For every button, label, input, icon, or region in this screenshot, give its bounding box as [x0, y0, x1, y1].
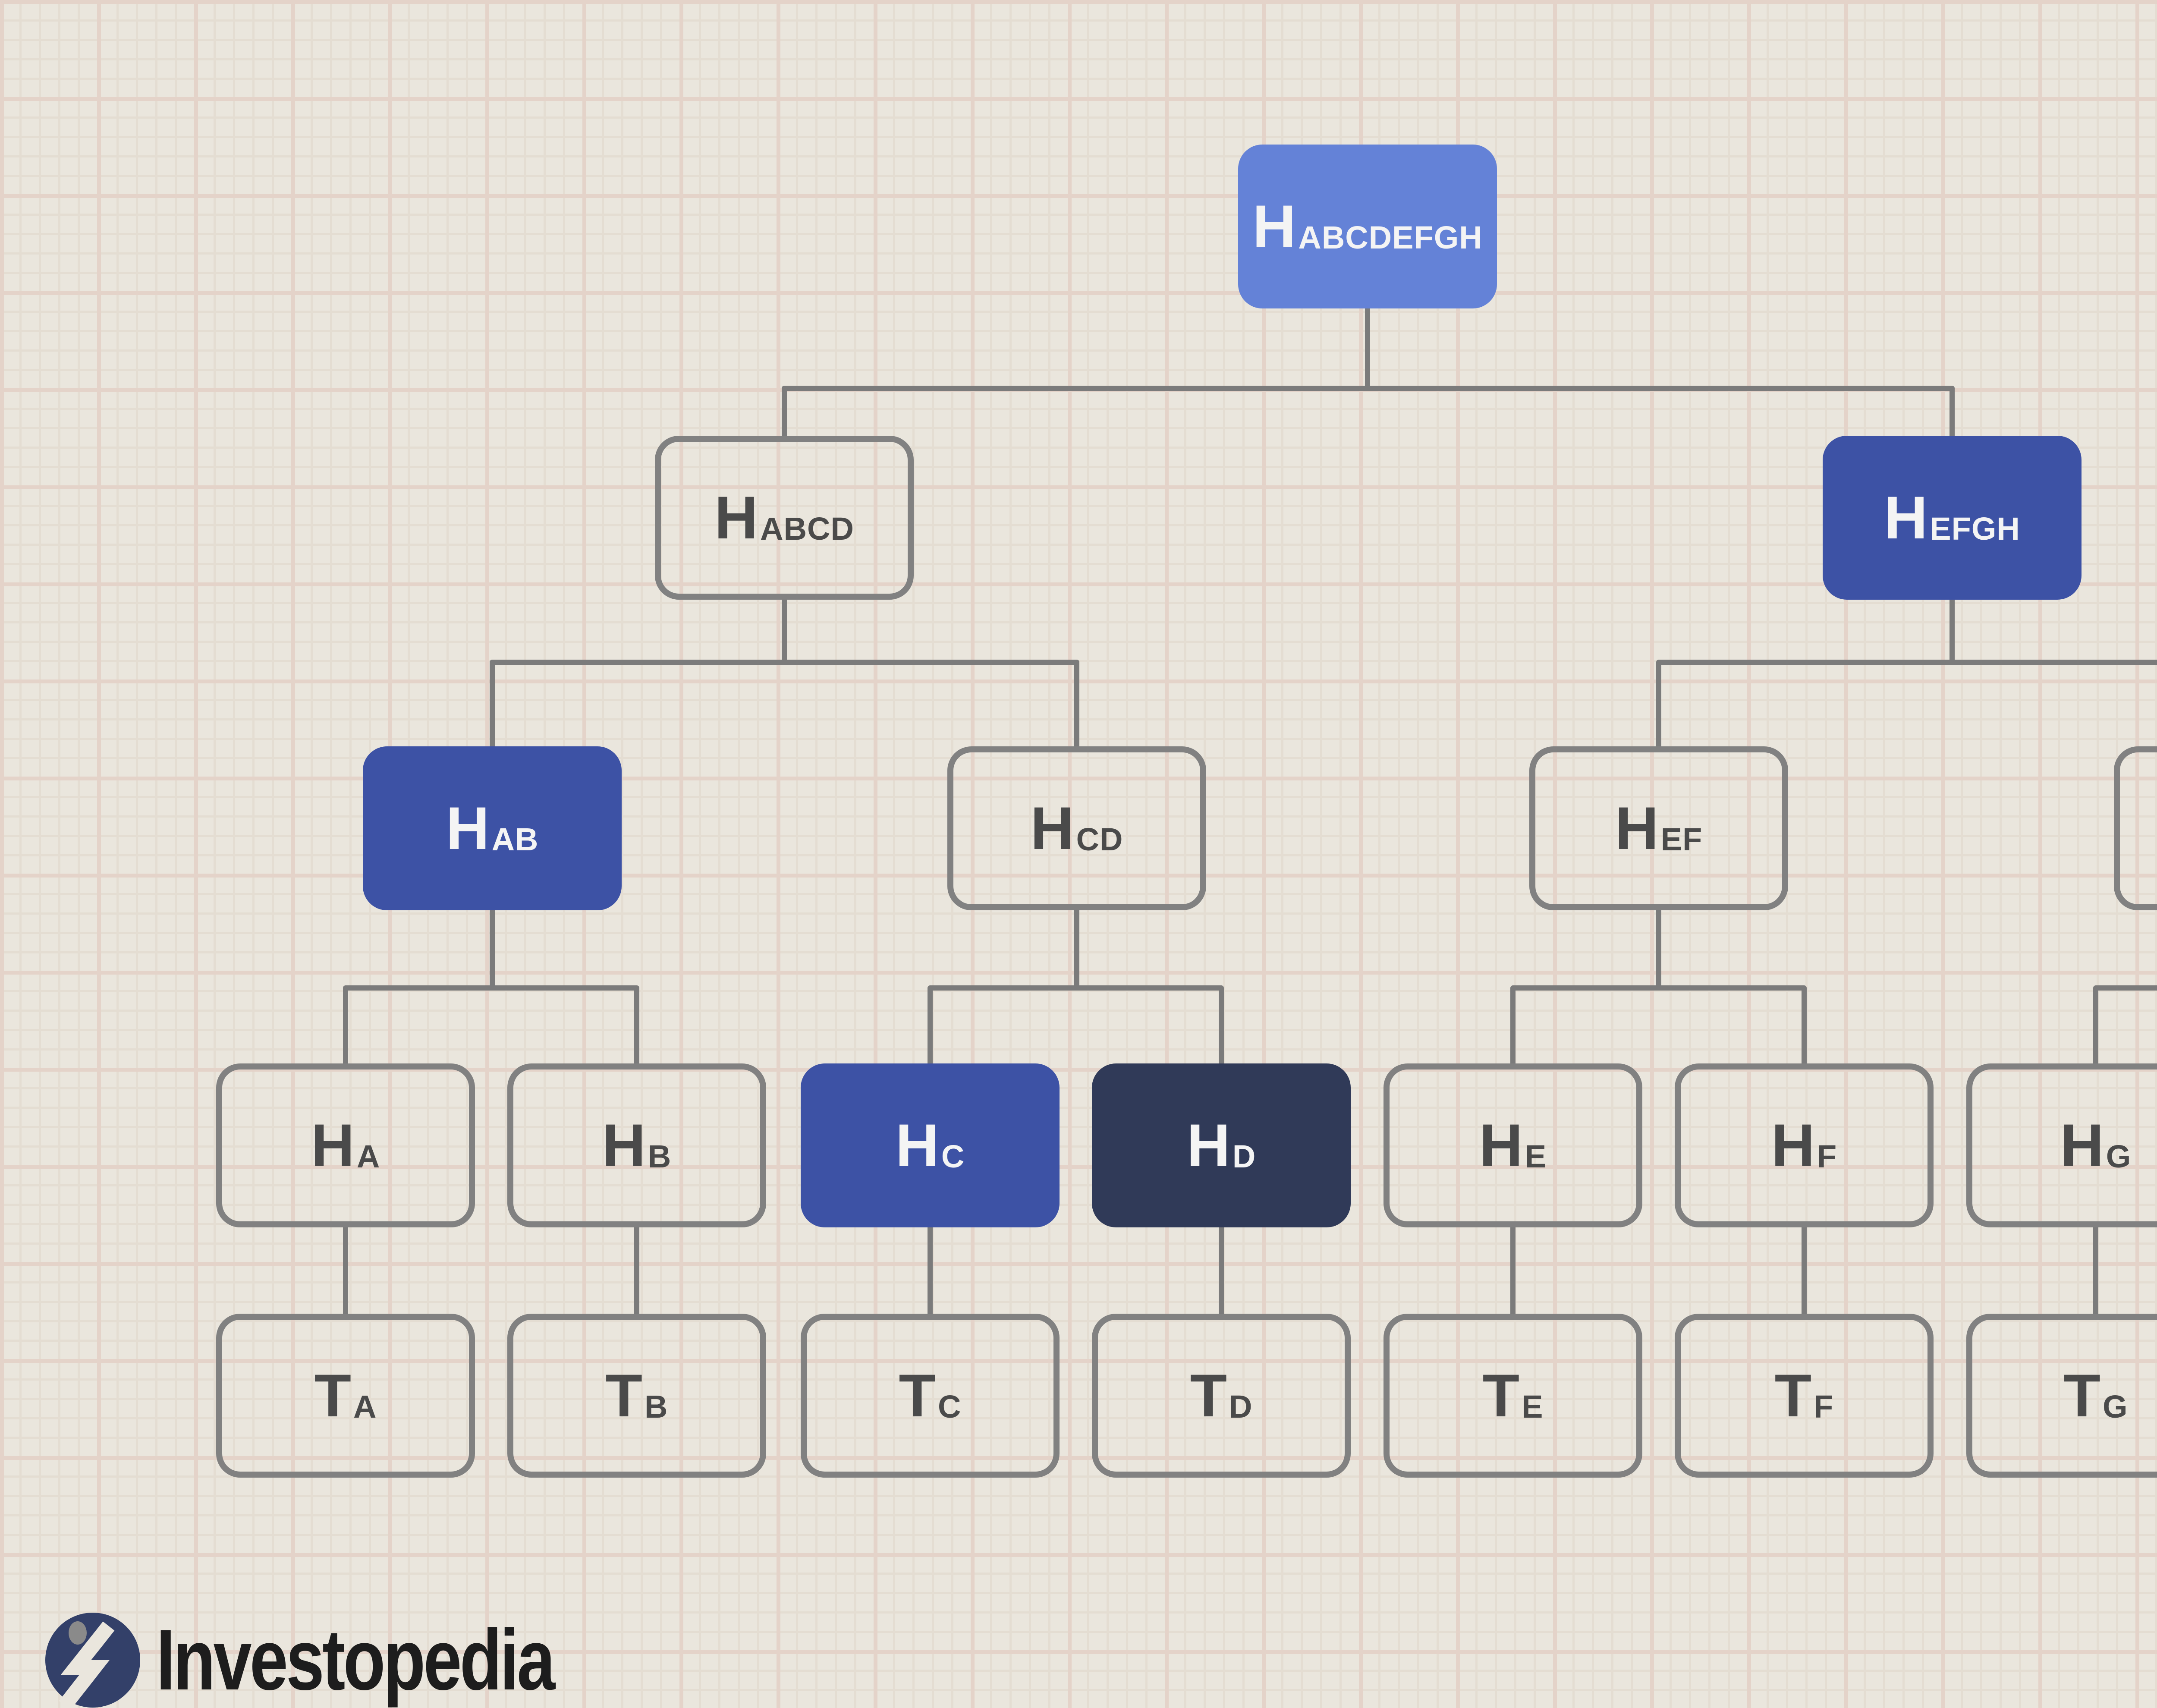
node-subscript: C — [938, 1389, 962, 1425]
brand-wordmark: Investopedia — [156, 1612, 555, 1708]
node-main-label: H — [1615, 794, 1659, 862]
node-subscript: EF — [1660, 821, 1703, 857]
connector-hefgh-children — [1656, 600, 2157, 746]
node-main-label: T — [314, 1362, 352, 1429]
node-subscript: D — [1229, 1389, 1253, 1425]
node-subscript: C — [941, 1139, 965, 1174]
node-subscript: EFGH — [1930, 511, 2020, 547]
brand-logo: Investopedia — [43, 1610, 653, 1708]
node-subscript: A — [356, 1139, 380, 1174]
node-main-label: T — [605, 1362, 643, 1429]
node-main-label: T — [2063, 1362, 2100, 1429]
node-subscript: ABCDEFGH — [1298, 220, 1483, 255]
node-subscript: D — [1232, 1139, 1256, 1174]
investopedia-logo-icon — [45, 1613, 140, 1708]
node-main-label: H — [311, 1111, 355, 1179]
node-h-gh: HGH — [2114, 746, 2157, 910]
node-subscript: ABCD — [760, 511, 854, 547]
node-subscript: G — [2106, 1139, 2132, 1174]
node-subscript: AB — [491, 821, 539, 857]
connector-root-to-level2 — [782, 308, 1955, 436]
node-subscript: G — [2102, 1389, 2128, 1425]
node-main-label: T — [1190, 1362, 1227, 1429]
node-main-label: H — [1030, 794, 1074, 862]
connector-leaf-links — [343, 1227, 2098, 1314]
node-main-label: H — [1252, 192, 1296, 260]
node-main-label: H — [2060, 1111, 2104, 1179]
connector-hcd-children — [928, 910, 1224, 1063]
connector-hab-children — [343, 910, 639, 1063]
connector-hgh-children — [2093, 985, 2157, 1063]
connector-habcd-children — [490, 600, 1079, 746]
node-main-label: T — [1774, 1362, 1812, 1429]
node-main-label: H — [1884, 484, 1928, 551]
node-main-label: H — [895, 1111, 939, 1179]
connector-hef-children — [1510, 910, 1807, 1063]
node-main-label: T — [899, 1362, 936, 1429]
node-main-label: H — [1771, 1111, 1815, 1179]
node-subscript: F — [1817, 1139, 1837, 1174]
node-subscript: A — [353, 1389, 377, 1425]
node-main-label: H — [446, 794, 490, 862]
node-subscript: CD — [1076, 821, 1123, 857]
node-subscript: B — [648, 1139, 672, 1174]
node-main-label: T — [1482, 1362, 1520, 1429]
node-subscript: F — [1814, 1389, 1834, 1425]
node-subscript: B — [645, 1389, 668, 1425]
node-subscript: E — [1525, 1139, 1547, 1174]
node-main-label: H — [602, 1111, 646, 1179]
node-subscript: E — [1522, 1389, 1544, 1425]
node-main-label: H — [1479, 1111, 1523, 1179]
node-main-label: H — [714, 484, 758, 551]
node-main-label: H — [1186, 1111, 1230, 1179]
